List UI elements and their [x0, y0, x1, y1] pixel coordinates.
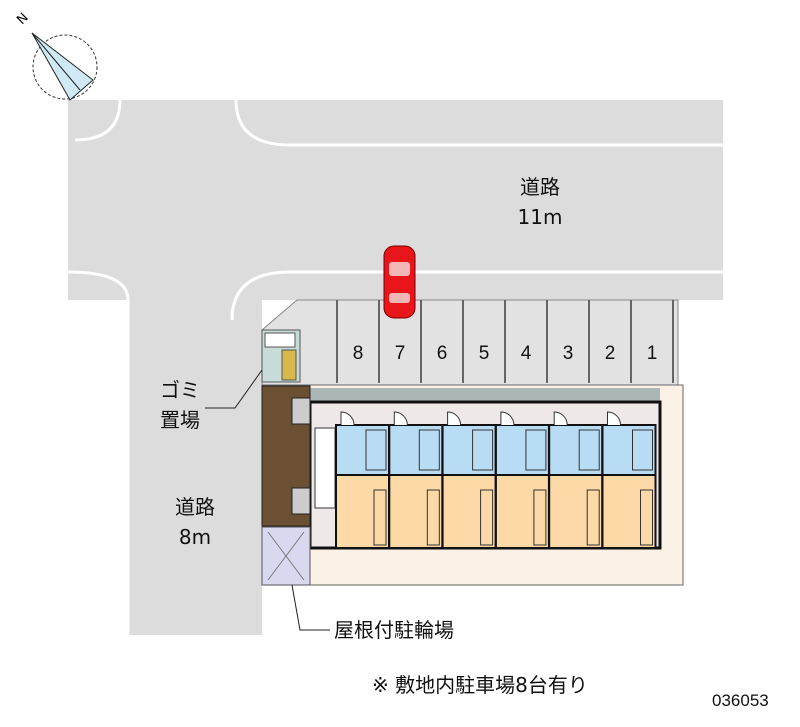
garbage-label: ゴミ 置場 [140, 375, 220, 435]
parking-stall-number: 5 [479, 343, 490, 364]
apartment-unit [548, 411, 604, 549]
apartment-building [308, 400, 662, 550]
parking-stall-number: 4 [521, 343, 532, 364]
main-road-name: 道路 [520, 175, 560, 199]
planting-strip [300, 388, 660, 402]
parking-stall-number: 8 [353, 343, 364, 364]
parking-note: ※ 敷地内駐車場8台有り [372, 673, 588, 697]
bicycle-leader-line [291, 584, 330, 631]
garbage-label-line2: 置場 [160, 408, 200, 432]
parking-stall-number: 3 [563, 343, 574, 364]
side-road-name: 道路 [175, 495, 215, 519]
parking-stall-number: 7 [395, 343, 406, 364]
side-road-label: 道路 8m [155, 492, 235, 552]
apartment-unit [335, 411, 390, 549]
bicycle-shelter [261, 526, 311, 586]
apartment-unit [388, 411, 444, 549]
garbage-leader-line [205, 369, 263, 409]
apartment-unit [601, 411, 657, 549]
side-road-width: 8m [178, 525, 212, 549]
apartment-unit [441, 411, 497, 549]
stair-icon [291, 487, 311, 515]
car-icon [383, 245, 416, 319]
north-label: N [14, 10, 31, 27]
main-road-width: 11m [517, 205, 563, 229]
property-code: 036053 [712, 691, 769, 710]
stair-icon [291, 397, 311, 425]
garbage-label-line1: ゴミ [160, 378, 200, 402]
parking-stall-number: 6 [437, 343, 448, 364]
parking-lot: 8 7 6 5 4 3 2 1 [261, 299, 679, 386]
bicycle-shelter-label: 屋根付駐輪場 [334, 618, 454, 642]
parking-stall-number: 1 [647, 343, 658, 364]
compass-icon: N [14, 10, 98, 101]
main-road-label: 道路 11m [500, 172, 580, 232]
apartment-unit [494, 411, 550, 549]
parking-stall-number: 2 [605, 343, 616, 364]
garbage-area [261, 329, 301, 383]
